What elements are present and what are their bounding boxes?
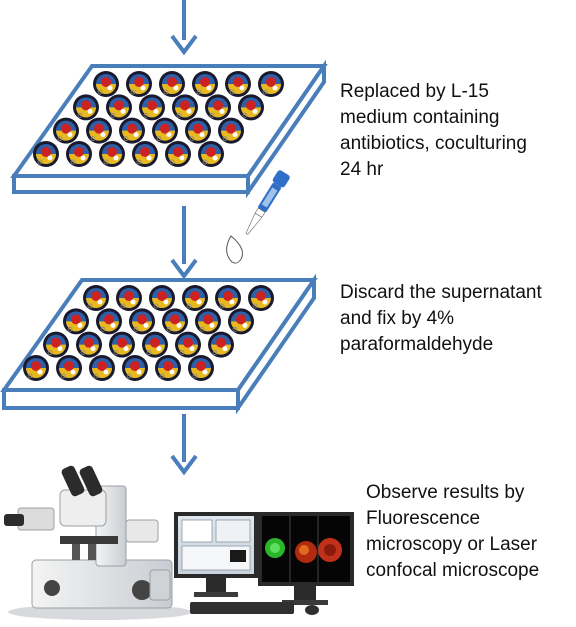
down-arrow-icon bbox=[170, 414, 198, 476]
down-arrow-icon bbox=[170, 0, 198, 56]
plate-well bbox=[129, 308, 155, 335]
plate-well bbox=[139, 94, 165, 121]
plate-well bbox=[238, 94, 264, 121]
plate-well bbox=[73, 94, 99, 121]
plate-well bbox=[43, 331, 69, 358]
plate-well bbox=[182, 285, 208, 311]
plate-well bbox=[155, 355, 181, 381]
plate-well bbox=[192, 71, 218, 97]
microscope-icon bbox=[4, 465, 192, 620]
step-2-caption: Discard the supernatant and fix by 4% pa… bbox=[340, 282, 542, 355]
monitor-icon bbox=[174, 512, 354, 615]
plate-well bbox=[215, 285, 241, 311]
plate-well bbox=[89, 355, 115, 381]
plate-well bbox=[208, 331, 234, 358]
plate-well bbox=[152, 117, 178, 144]
culture-plate bbox=[10, 59, 328, 199]
plate-well bbox=[109, 331, 135, 358]
plate-well bbox=[205, 94, 231, 121]
plate-well bbox=[66, 141, 92, 167]
plate-well bbox=[23, 355, 49, 381]
plate-well bbox=[149, 285, 175, 311]
step-3-caption: Observe results by Fluorescence microsco… bbox=[366, 482, 540, 581]
plate-well bbox=[86, 117, 112, 144]
plate-well bbox=[122, 355, 148, 381]
plate-well bbox=[132, 141, 158, 167]
plate-well bbox=[175, 331, 201, 358]
plate-well bbox=[99, 141, 125, 167]
step-1-caption: Replaced by L-15 medium containing antib… bbox=[340, 81, 527, 180]
plate-well bbox=[126, 71, 152, 97]
plate-well bbox=[188, 355, 214, 381]
down-arrow-icon bbox=[170, 206, 198, 280]
plate-well bbox=[248, 285, 274, 311]
plate-well bbox=[159, 71, 185, 97]
plate-well bbox=[258, 71, 284, 97]
culture-plate bbox=[0, 273, 318, 415]
plate-well bbox=[53, 117, 79, 144]
plate-well bbox=[225, 71, 251, 97]
plate-well bbox=[195, 308, 221, 335]
plate-well bbox=[165, 141, 191, 167]
plate-well bbox=[119, 117, 145, 144]
plate-well bbox=[218, 117, 244, 144]
plate-well bbox=[142, 331, 168, 358]
plate-well bbox=[56, 355, 82, 381]
plate-well bbox=[93, 71, 119, 97]
plate-well bbox=[198, 141, 224, 167]
plate-well bbox=[172, 94, 198, 121]
plate-well bbox=[76, 331, 102, 358]
plate-well bbox=[116, 285, 142, 311]
plate-well bbox=[228, 308, 254, 335]
plate-well bbox=[83, 285, 109, 311]
plate-well bbox=[185, 117, 211, 144]
plate-well bbox=[162, 308, 188, 335]
plate-well bbox=[106, 94, 132, 121]
plate-well bbox=[33, 141, 59, 167]
plate-well bbox=[63, 308, 89, 335]
plate-well bbox=[96, 308, 122, 335]
pipette-icon bbox=[226, 170, 290, 264]
